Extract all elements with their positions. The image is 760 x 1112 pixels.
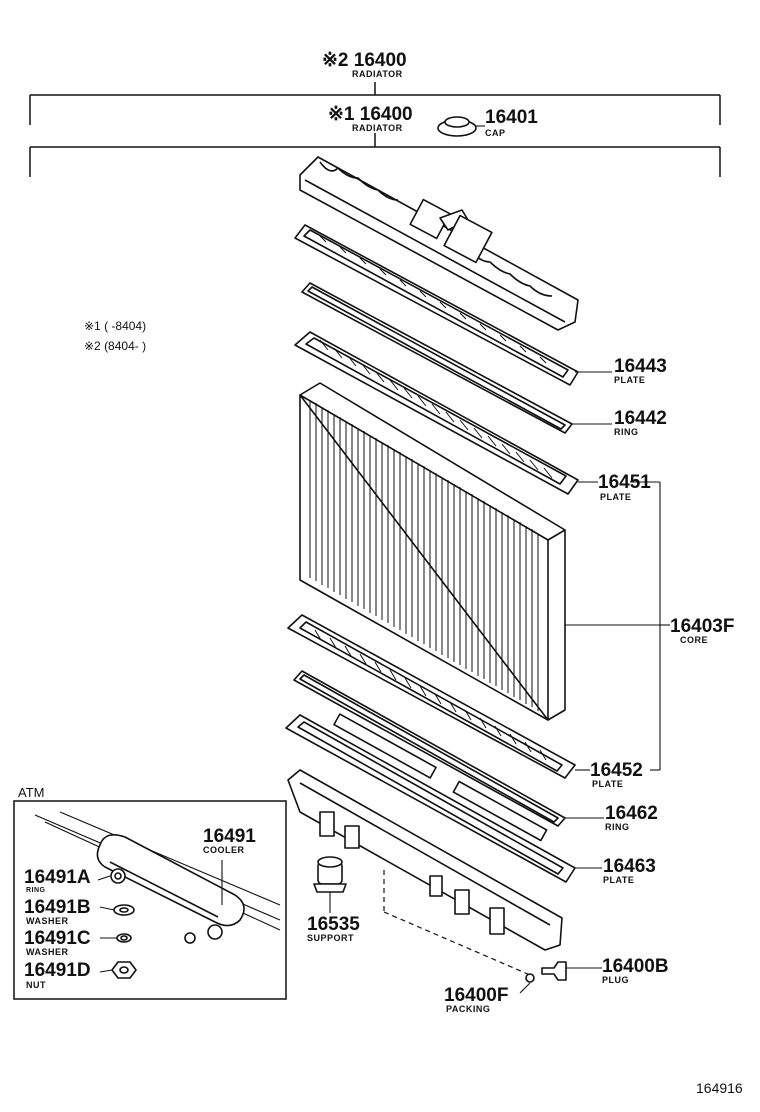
part-label-16462: 16462 RING [605,803,658,832]
part-name: PLATE [614,375,645,385]
part-label-16442: 16442 RING [614,408,667,437]
part-number: ※2 16400 [322,50,407,71]
part-name: RING [605,822,630,832]
part-name: PLATE [600,492,631,502]
part-label-16491a: 16491A RING [24,867,91,894]
part-number: 16400B [602,956,669,977]
support-drawing [313,856,347,913]
part-label-16463: 16463 PLATE [603,856,656,885]
part-label-cap: 16401 CAP [485,107,538,138]
part-label-16491c: 16491C WASHER [24,928,91,957]
plug-drawing [525,961,567,983]
upper-plate-drawing [294,331,579,495]
part-number: 16462 [605,803,658,824]
part-number: 16443 [614,356,667,377]
part-label-16452: 16452 PLATE [590,760,643,789]
part-number: 16442 [614,408,667,429]
note-1: ※1 ( -8404) [84,319,146,333]
part-label-support: 16535 SUPPORT [307,914,360,943]
part-number: 16463 [603,856,656,877]
part-label-16491d: 16491D NUT [24,960,91,990]
part-label-16491b: 16491B WASHER [24,897,91,926]
part-label-cooler: 16491 COOLER [203,826,256,855]
part-number: 16491D [24,960,91,981]
note-2: ※2 (8404- ) [84,339,146,353]
part-number: 16491 [203,826,256,847]
part-name: RING [26,887,46,894]
part-number: ※1 16400 [328,104,413,125]
part-number: 16401 [485,107,538,128]
part-label-radiator-1: ※1 16400 RADIATOR [328,104,413,133]
part-number: 16451 [598,472,651,493]
part-number: 16535 [307,914,360,935]
lower-gasket-drawing [285,713,576,883]
atm-label: ATM [18,785,44,800]
radiator-2-bracket [29,82,721,125]
part-name: COOLER [203,845,245,855]
part-name: RADIATOR [352,69,403,79]
part-name: WASHER [26,947,69,957]
atm-inset [13,800,287,1000]
part-label-radiator-2: ※2 16400 RADIATOR [322,50,407,79]
part-name: PACKING [446,1004,490,1014]
part-name: RING [614,427,639,437]
upper-tank-drawing [299,156,579,331]
part-label-16451: 16451 PLATE [598,472,651,502]
leader-lines [519,371,670,994]
part-name: NUT [26,980,46,990]
radiator-1-bracket [29,133,721,177]
part-number: 16491A [24,867,91,888]
part-number: 16403F [670,616,734,637]
radiator-cap-drawing [437,116,485,137]
part-label-core: 16403F CORE [670,616,734,645]
lower-plate-drawing [287,614,576,779]
part-name: SUPPORT [307,933,354,943]
part-name: PLATE [603,875,634,885]
part-name: CORE [680,635,708,645]
part-name: RADIATOR [352,123,403,133]
part-name: WASHER [26,916,69,926]
radiator-core-drawing [299,382,566,721]
part-label-16443: 16443 PLATE [614,356,667,385]
part-name: PLUG [602,975,629,985]
part-number: 16491C [24,928,91,949]
part-name: PLATE [592,779,623,789]
figure-number: 164916 [696,1080,743,1096]
part-name: CAP [485,128,506,138]
part-number: 16400F [444,985,508,1006]
part-number: 16452 [590,760,643,781]
part-label-packing: 16400F PACKING [444,985,508,1014]
lower-tank-drawing [287,769,563,976]
part-label-plug: 16400B PLUG [602,956,669,985]
part-number: 16491B [24,897,91,918]
